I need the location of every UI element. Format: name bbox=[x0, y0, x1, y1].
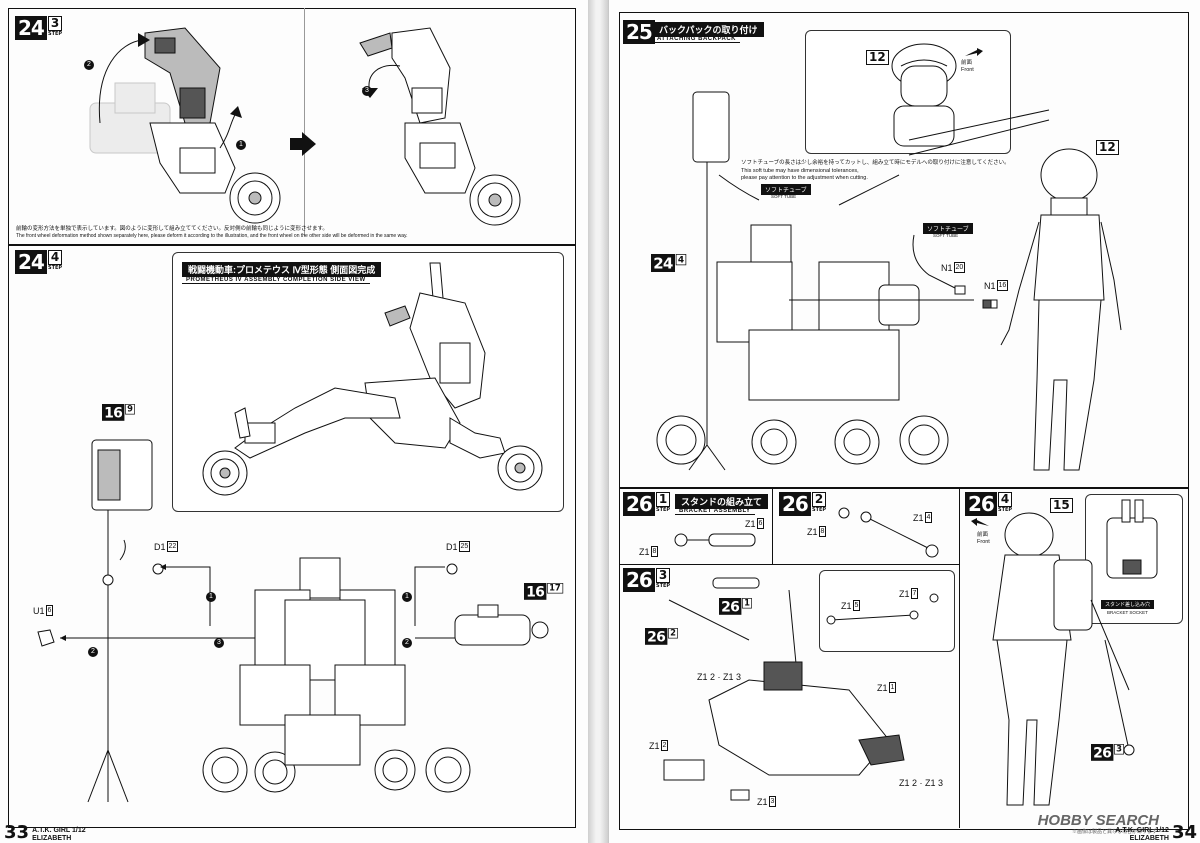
step-ref-24-4: 24 4 bbox=[651, 254, 687, 272]
page-number: 34 bbox=[1171, 822, 1197, 843]
order-marker: 1 bbox=[206, 592, 216, 602]
footer-right: A.T.K. GIRL 1/12 ELIZABETH 34 bbox=[1115, 822, 1197, 843]
backpack-assembly-drawing bbox=[656, 91, 1122, 471]
footer-title: A.T.K. GIRL 1/12 bbox=[1115, 827, 1169, 834]
page-number: 33 bbox=[4, 822, 30, 843]
bracket-title-jp: スタンドの組み立て bbox=[675, 494, 769, 509]
front-arrow-icon bbox=[971, 518, 989, 526]
part-12-ref: 12 bbox=[865, 50, 889, 65]
front-label-jp: 前面 bbox=[961, 60, 973, 66]
step-ref-16-17: 16 17 bbox=[524, 583, 563, 600]
divider bbox=[8, 244, 575, 246]
order-marker: 3 bbox=[214, 638, 224, 648]
vertical-divider bbox=[772, 488, 773, 564]
softtube-note-jp: ソフトチューブの長さは少し余裕を持ってカットし、組み立て時にモデルへの取り付けに… bbox=[741, 160, 1010, 166]
step-ref-26-1: 26 1 bbox=[719, 598, 753, 615]
right-page: 25 バックパックの取り付け ATTACHING BACKPACK 12 前面 … bbox=[608, 0, 1200, 843]
completion-title-en: PROMETHEUS IV ASSEMBLY COMPLETION SIDE V… bbox=[182, 276, 370, 284]
backpack-stand-drawing bbox=[87, 439, 153, 803]
arm-detail-panel bbox=[819, 570, 955, 652]
socket-label-en: BRACKET SOCKET bbox=[1107, 610, 1148, 615]
footer-left: 33 A.T.K. GIRL 1/12 ELIZABETH bbox=[4, 822, 86, 843]
front-arrow-icon bbox=[965, 48, 983, 56]
front-label-en-2: Front bbox=[977, 539, 990, 545]
part-15-ref: 15 bbox=[1049, 498, 1073, 513]
footer-subtitle: ELIZABETH bbox=[32, 835, 72, 842]
bracket-title-en: BRACKET ASSEMBLY bbox=[675, 507, 755, 515]
divider bbox=[619, 564, 959, 565]
stand-base-drawing bbox=[663, 577, 939, 801]
order-marker: 2 bbox=[402, 638, 412, 648]
step-ref-26-2: 26 2 bbox=[645, 628, 679, 645]
softtube-note-en-2: please pay attention to the adjustment w… bbox=[741, 175, 868, 181]
divider bbox=[619, 487, 1188, 489]
front-label-jp-2: 前面 bbox=[977, 532, 989, 538]
footer-title: A.T.K. GIRL 1/12 bbox=[32, 827, 86, 834]
backpack-socket-drawing bbox=[1106, 499, 1158, 579]
completion-title-jp: 戦闘機動車:プロメテウス Ⅳ型形態 側面図完成 bbox=[182, 262, 382, 277]
softtube-label-en: SOFT TUBE bbox=[771, 194, 797, 199]
page-gutter bbox=[588, 0, 608, 843]
arm-rod-drawing bbox=[838, 507, 939, 558]
assembly-lines bbox=[37, 557, 549, 793]
softtube-label-jp-2: ソフトチューブ bbox=[923, 223, 973, 234]
prometheus-side-view bbox=[202, 262, 543, 496]
order-marker: 1 bbox=[402, 592, 412, 602]
order-marker: 3 bbox=[362, 86, 372, 96]
left-frame bbox=[8, 8, 576, 828]
backpack-title-en: ATTACHING BACKPACK bbox=[653, 35, 740, 43]
order-marker: 2 bbox=[84, 60, 94, 70]
combo-label: Z1 2 · Z1 3 bbox=[899, 778, 944, 788]
front-label-en: Front bbox=[961, 67, 974, 73]
watermark-sub: ※画像は製品と異なる場合があります bbox=[1071, 829, 1157, 835]
head-detail-drawing bbox=[891, 43, 957, 147]
front-wheel-deform-after bbox=[359, 27, 521, 226]
order-marker: 1 bbox=[236, 140, 246, 150]
footer-subtitle: ELIZABETH bbox=[1129, 835, 1169, 842]
right-frame bbox=[619, 12, 1189, 830]
step-ref-26-3: 26 3 bbox=[1091, 744, 1125, 761]
softtube-label-en-2: SOFT TUBE bbox=[933, 233, 959, 238]
step-25-badge: 25 bbox=[623, 20, 655, 44]
combo-label: Z1 2 · Z1 3 bbox=[697, 672, 742, 682]
step-arrow-icon bbox=[290, 132, 316, 156]
watermark-logo: HOBBY SEARCH bbox=[1037, 812, 1159, 829]
part-12-figure-ref: 12 bbox=[1095, 140, 1119, 155]
softtube-note-en-1: This soft tube may have dimensional tole… bbox=[741, 168, 859, 174]
deform-note-en: The front wheel deformation method shown… bbox=[16, 233, 408, 239]
front-wheel-deform-before bbox=[89, 27, 281, 224]
step-ref-16-9: 16 9 bbox=[102, 404, 136, 421]
vertical-divider bbox=[959, 488, 960, 828]
figure-on-stand-drawing bbox=[992, 512, 1135, 806]
softtube-label-jp: ソフトチューブ bbox=[761, 184, 811, 195]
deform-note-jp: 前輪の変形方法を単独で表示しています。図のように変形して組み立ててください。反対… bbox=[16, 226, 328, 232]
socket-label-jp: スタンド差し込み穴 bbox=[1101, 600, 1155, 609]
vertical-divider bbox=[304, 8, 305, 236]
order-marker: 2 bbox=[88, 647, 98, 657]
bracket-parts-drawing bbox=[674, 533, 756, 547]
backpack-title-jp: バックパックの取り付け bbox=[653, 22, 764, 37]
